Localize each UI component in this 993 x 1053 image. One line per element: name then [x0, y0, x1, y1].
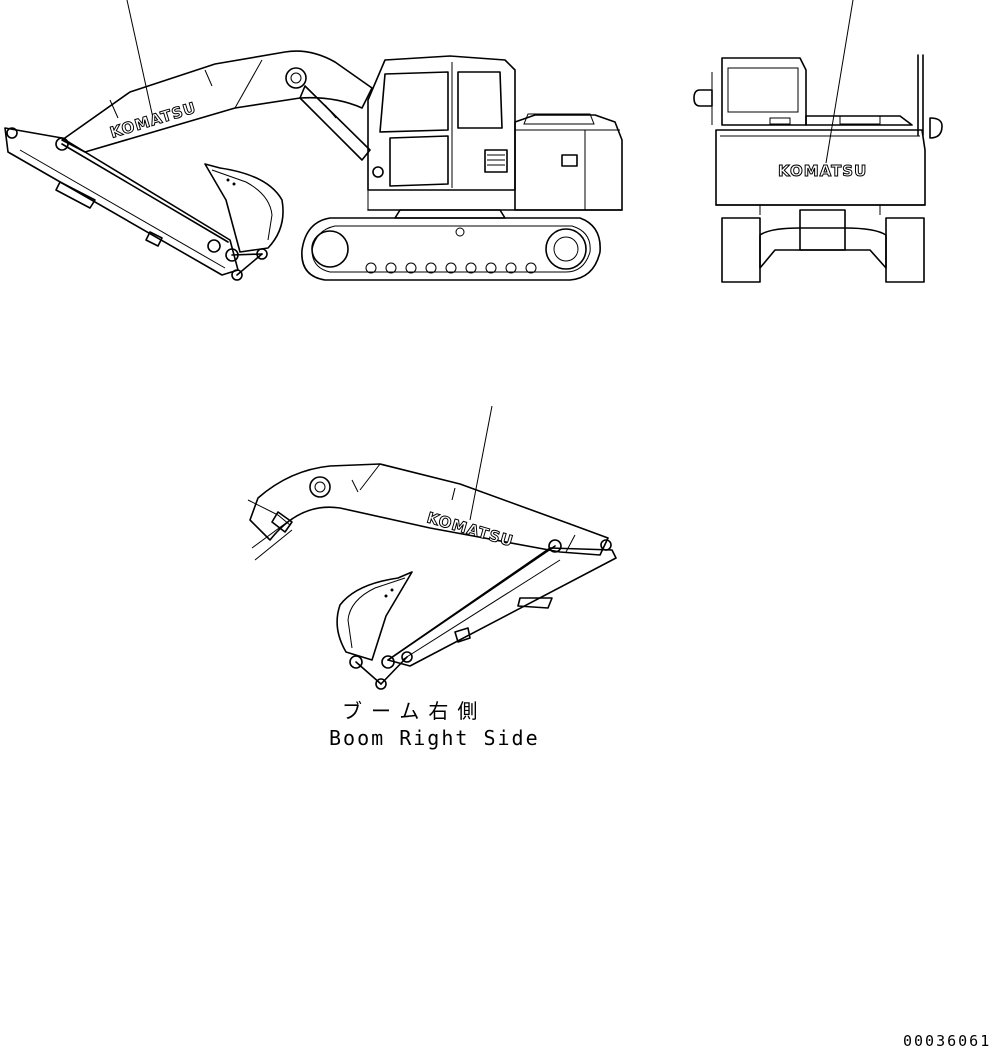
- decal-leader-line-boom: [469, 405, 493, 521]
- boom: [61, 50, 373, 153]
- drawing-code: 00036061: [903, 1032, 991, 1050]
- engine-hood: [514, 114, 623, 211]
- track-undercarriage: [301, 217, 601, 281]
- rear-cab: [721, 57, 807, 126]
- bucket: [204, 163, 284, 253]
- rear-track-left: [721, 217, 761, 283]
- caption-english: Boom Right Side: [329, 726, 540, 750]
- rear-track-right: [885, 217, 925, 283]
- decal-leader-line-rear: [825, 0, 854, 164]
- brand-decal-side: KOMATSU: [108, 99, 199, 142]
- excavator-side-view: [4, 0, 623, 281]
- brand-decal-rear: KOMATSU: [778, 162, 867, 180]
- detail-arm: [387, 547, 617, 667]
- detail-bucket: [336, 571, 413, 661]
- cab: [367, 55, 516, 191]
- brand-decal-boom: KOMATSU: [425, 509, 516, 551]
- boom-right-side-detail: [247, 405, 617, 690]
- caption-japanese: ブーム右側: [342, 699, 486, 723]
- excavator-rear-view: [693, 0, 943, 283]
- arm: [4, 127, 239, 276]
- decal-leader-line-side: [126, 0, 154, 119]
